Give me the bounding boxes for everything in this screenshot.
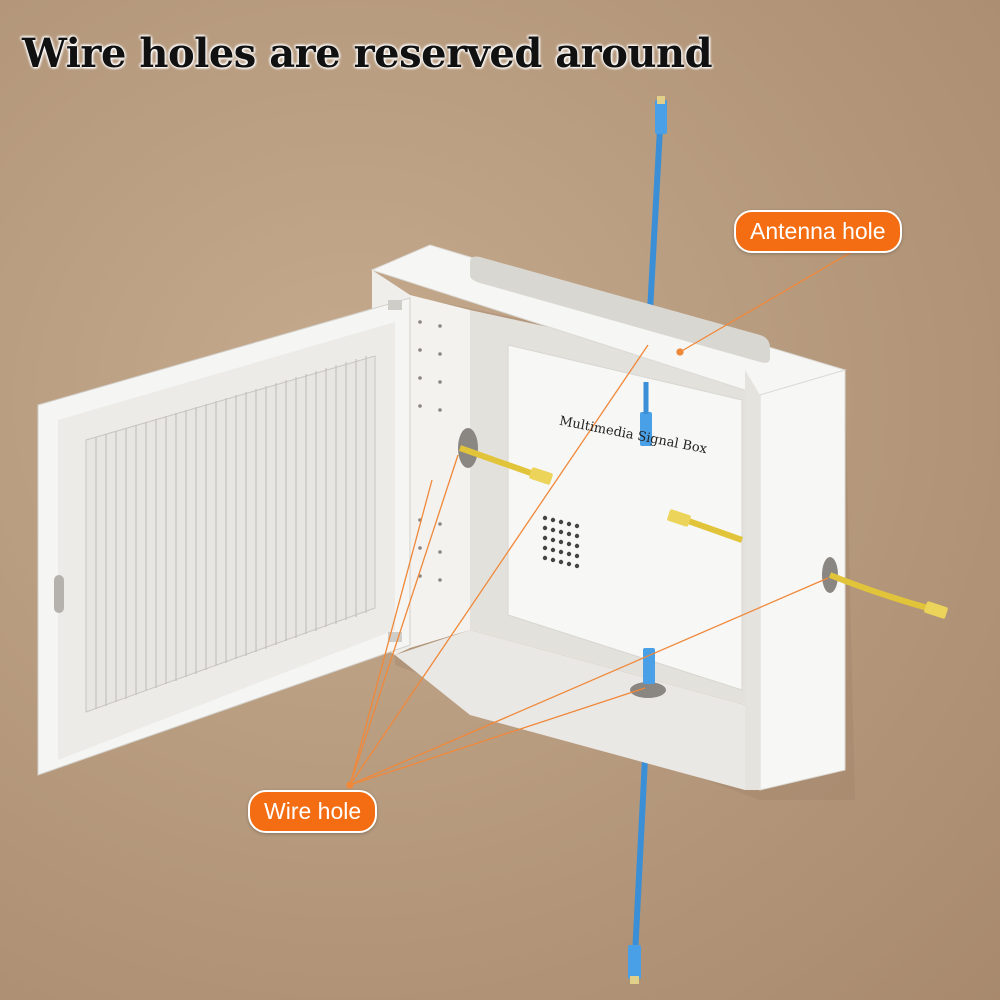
antenna-slot bbox=[470, 256, 770, 363]
headline: Wire holes are reserved around bbox=[22, 30, 713, 77]
antenna-leader bbox=[676, 249, 856, 356]
bottom-wire-hole bbox=[630, 682, 666, 698]
wire-hole-callout: Wire hole bbox=[248, 790, 378, 833]
door-hinge-top bbox=[388, 300, 402, 310]
door-latch bbox=[54, 575, 64, 613]
top-blue-cable bbox=[646, 96, 667, 331]
shelf-peg-holes bbox=[418, 320, 442, 582]
antenna-hole-callout: Antenna hole bbox=[734, 210, 902, 253]
yellow-cable-left bbox=[459, 445, 553, 485]
door-mesh bbox=[95, 356, 367, 709]
vent-grille bbox=[542, 515, 580, 569]
blue-plug-top bbox=[640, 412, 652, 446]
cabinet-right-edge bbox=[745, 370, 760, 790]
yellow-cable-inner bbox=[667, 509, 744, 543]
door-hinge-bottom bbox=[388, 632, 402, 642]
wire-hole-leaders bbox=[346, 344, 829, 789]
cabinet-door bbox=[37, 297, 411, 776]
cabinet-left-inner bbox=[410, 295, 470, 648]
cabinet-bottom bbox=[395, 630, 745, 790]
yellow-cable-right bbox=[828, 572, 948, 619]
signal-box bbox=[507, 344, 743, 691]
